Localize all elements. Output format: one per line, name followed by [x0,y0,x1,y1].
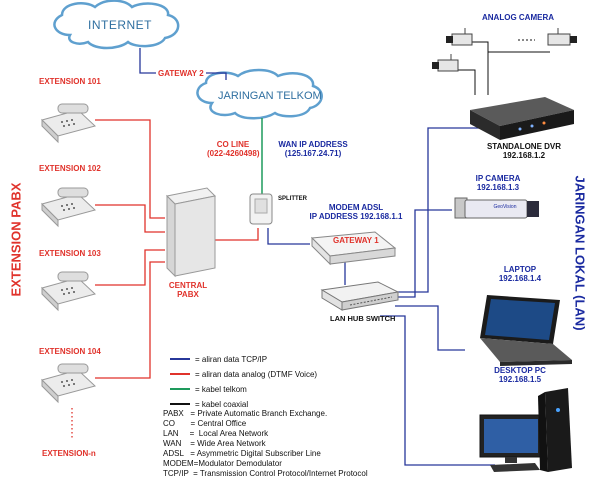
lan-wires [380,127,495,466]
legend-text-coaxial: = kabel coaxial [195,399,249,409]
co-line-title: CO LINE [216,140,250,149]
switch-label: LAN HUB SWITCH [330,314,396,323]
legend-telkom: = kabel telkom [170,382,247,396]
laptop-ip: 192.168.1.4 [498,274,542,283]
legend-text-analog: = aliran data analog (DTMF Voice) [195,369,318,379]
laptop-name: LAPTOP [503,265,537,274]
ipcam-name: IP CAMERA [475,174,521,183]
dvr-name: STANDALONE DVR [486,142,562,151]
legend-tcpip: = aliran data TCP/IP [170,352,267,366]
legend-text-tcpip: = aliran data TCP/IP [195,354,268,364]
wire-splitter-modem [267,228,310,245]
dvr-ip: 192.168.1.2 [502,151,546,160]
extension-wires [71,119,165,440]
dvr-label: STANDALONE DVR 192.168.1.2 [478,142,570,160]
abbr-pabx: PABX = Private Automatic Branch Exchange… [163,409,328,418]
phone-101 [41,103,96,144]
legend-coaxial: = kabel coaxial [170,397,248,411]
legend-swatch-telkom [170,388,190,390]
splitter-label: SPLITTER [278,196,308,202]
modem-label: MODEM ADSL IP ADDRESS 192.168.1.1 [304,203,408,221]
abbr-wan: WAN = Wide Area Network [163,439,266,448]
abbr-tcpip: TCP/IP = Transmission Control Protocol/I… [163,469,368,478]
modem-title: MODEM ADSL [328,203,384,212]
laptop [480,295,572,366]
extension-pabx-side-label: EXTENSION PABX [8,182,24,297]
extension-102-label: EXTENSION 102 [39,164,101,173]
analog-camera-1 [446,28,473,46]
abbr-modem: MODEM=Modulator Demodulator [163,459,282,468]
central-pabx [165,187,217,278]
wan-ip-title: WAN IP ADDRESS [278,140,348,149]
desktop-label: DESKTOP PC 192.168.1.5 [490,366,550,384]
abbr-adsl: ADSL = Asymmetric Digital Subscriber Lin… [163,449,321,458]
legend-analog: = aliran data analog (DTMF Voice) [170,367,317,381]
phone-102 [41,187,96,228]
analog-camera-3 [432,54,459,72]
wire-splitter-pabx [215,228,259,241]
standalone-dvr [470,97,574,140]
telkom-label: JARINGAN TELKOM [218,90,322,102]
ipcam-brand: GeoVision [493,204,517,210]
analog-camera-label: ANALOG CAMERA [482,13,554,22]
ipcam-ip: 192.168.1.3 [476,183,520,192]
phone-104 [41,363,96,404]
desktop-ip: 192.168.1.5 [498,375,542,384]
central-pabx-line2: PABX [177,290,199,299]
analog-camera-2 [547,28,577,46]
abbr-lan: LAN = Local Area Network [163,429,269,438]
gateway-2-label: GATEWAY 2 [156,69,206,78]
abbr-co: CO = Central Office [163,419,247,428]
desktop-name: DESKTOP PC [494,366,546,375]
legend-swatch-coaxial [170,403,190,405]
legend-swatch-analog [170,373,190,375]
wan-ip-value: (125.167.24.71) [284,149,342,158]
central-pabx-line1: CENTRAL [168,281,208,290]
modem-adsl [310,231,397,266]
laptop-label: LAPTOP 192.168.1.4 [492,265,548,283]
co-line-number: (022-4260498) [207,149,260,158]
lan-side-label: JARINGAN LOKAL (LAN) [572,175,588,331]
modem-ip: IP ADDRESS 192.168.1.1 [309,212,403,221]
co-line-label: CO LINE (022-4260498) [207,140,259,158]
internet-label: INTERNET [88,18,152,32]
lan-hub-switch [320,281,400,311]
legend-text-telkom: = kabel telkom [195,384,247,394]
extension-104-label: EXTENSION 104 [39,347,101,356]
extension-101-label: EXTENSION 101 [39,77,101,86]
extension-n-label: EXTENSION-n [42,449,96,458]
internet-cloud [53,0,180,50]
splitter [249,193,273,225]
legend-swatch-tcpip [170,358,190,360]
telkom-cloud [196,68,323,120]
gateway-1-label: GATEWAY 1 [333,236,379,245]
coaxial-wires [458,39,550,95]
phone-103 [41,271,96,312]
ipcam-label: IP CAMERA 192.168.1.3 [470,174,526,192]
ip-camera [454,197,539,219]
central-pabx-label: CENTRAL PABX [160,281,216,299]
extension-103-label: EXTENSION 103 [39,249,101,258]
desktop-pc [479,388,572,472]
wan-ip-label: WAN IP ADDRESS (125.167.24.71) [273,140,353,158]
